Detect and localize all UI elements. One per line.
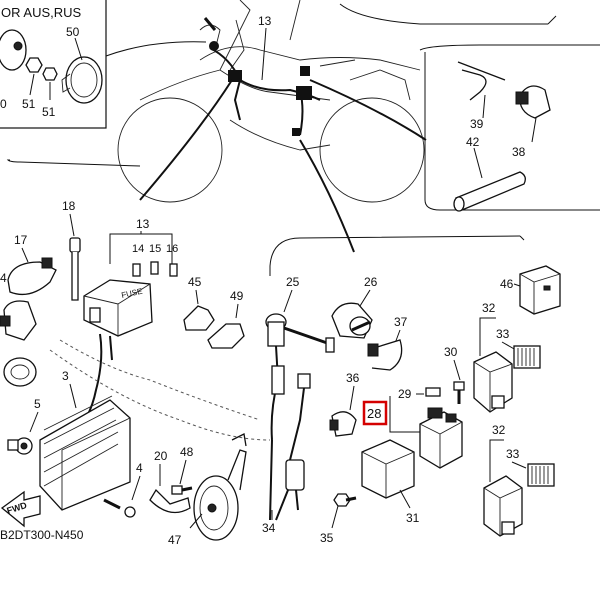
horn-bracket-icon [149,488,191,514]
callout-48: 48 [180,445,194,459]
callout-26: 26 [364,275,378,289]
callout-49: 49 [230,289,244,303]
inset-box-aus-rus: OR AUS,RUS 50 51 51 0 [0,0,107,129]
separator-left [6,159,141,167]
callout-17: 17 [14,233,28,247]
mount-disc-icon [0,29,27,71]
leader-to-right-section [299,139,355,253]
callout-37: 37 [394,315,408,329]
separator-right-top [419,44,600,51]
callout-42: 42 [466,135,480,149]
diagram-code: B2DT300-N450 [0,528,84,542]
relay-32-bottom-icon [483,475,523,537]
relay-46-icon [519,265,561,315]
bracket-45-icon [183,305,215,331]
callout-35: 35 [320,531,334,545]
separator-top-left [105,41,207,57]
bracket-49-icon [207,323,245,349]
fwd-arrow-icon [0,490,41,528]
callout-25: 25 [286,275,300,289]
inset-header: OR AUS,RUS [1,5,82,20]
callout-0: 0 [0,97,7,111]
connector-33-bottom-icon [527,463,555,487]
connector-33-top-icon [513,345,541,369]
callout-13-top: 13 [258,14,272,28]
control-unit-31-icon [361,439,415,499]
switch-25-icon [265,313,335,353]
ring-clamp-icon [3,357,37,387]
cable-clip-icon [7,257,57,296]
callout-4: 4 [136,461,143,475]
bolt-30-icon [453,381,465,404]
callout-36: 36 [346,371,360,385]
callout-33-bottom: 33 [506,447,520,461]
callout-15: 15 [149,243,161,255]
callout-46: 46 [500,277,514,291]
callout-39: 39 [470,117,484,131]
harness-34-icon [269,439,305,521]
highlight-box-28 [362,400,388,426]
callout-32-top: 32 [482,301,496,315]
fuse-29-icon [425,387,441,397]
callout-13: 13 [136,217,150,231]
sensor-36-icon [329,411,357,437]
callout-32-bottom: 32 [492,423,506,437]
separator-right-box [424,52,600,211]
leader-to-left-section [139,79,233,201]
callout-34: 34 [262,521,276,535]
separator-mid [269,235,521,276]
callout-4-left: 4 [0,271,7,285]
callout-30: 30 [444,345,458,359]
reflector-icon [61,56,103,104]
callout-51a: 51 [22,97,36,111]
callout-45: 45 [188,275,202,289]
horn-icon [193,433,247,541]
callout-50: 50 [66,25,80,39]
callout-51b: 51 [42,105,56,119]
callout-33-top: 33 [496,327,510,341]
screw-35-icon [333,493,357,507]
nut-icon [25,57,58,81]
callout-31: 31 [406,511,420,525]
screw-icon [171,485,193,495]
separator-top-right [339,3,548,25]
cable-tie-icon [457,61,506,101]
tube-icon [453,171,526,212]
clamp-left-icon [0,300,37,341]
relay-32-top-icon [473,351,513,413]
fuse-box-icon [83,279,153,337]
callout-14: 14 [132,243,144,255]
motorcycle-outline [117,0,425,203]
rectifier-regulator-icon [39,395,131,511]
starter-relay-icon [419,407,463,469]
callout-16: 16 [166,243,178,255]
switch-26-icon [331,302,373,339]
callout-28: 28 [367,406,381,421]
callout-3: 3 [62,369,69,383]
band-tie-icon [69,237,81,301]
callout-29: 29 [398,387,412,401]
callout-47: 47 [168,533,182,547]
callout-5: 5 [34,397,41,411]
fuse-box-label: FUSE [121,287,144,300]
fuse-icon [132,261,178,277]
tie-37-icon [367,339,403,371]
clamp-icon [515,85,551,119]
callout-20: 20 [154,449,168,463]
bolt-icon [103,498,136,518]
callout-18: 18 [62,199,76,213]
grommet-icon [7,437,33,455]
connector-stack-icon [271,365,311,461]
callout-38: 38 [512,145,526,159]
